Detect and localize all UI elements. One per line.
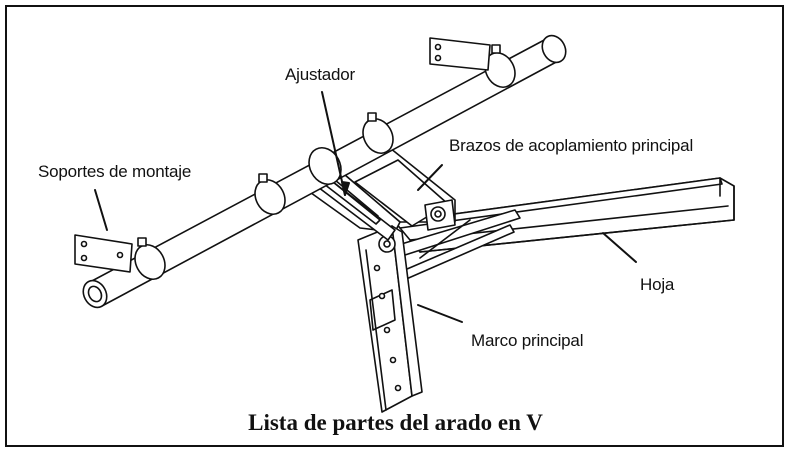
mounting-brackets (74, 37, 501, 273)
label-adjuster: Ajustador (285, 65, 356, 84)
label-blade: Hoja (640, 275, 675, 294)
figure-caption: Lista de partes del arado en V (248, 410, 543, 435)
label-main-frame: Marco principal (471, 331, 584, 350)
leader-lines (94, 91, 637, 323)
main-frame (357, 225, 423, 413)
label-main-coupling-arms: Brazos de acoplamiento principal (449, 136, 694, 155)
label-mounting-brackets: Soportes de montaje (38, 162, 192, 181)
blade (394, 177, 735, 253)
main-frame-braces (397, 209, 521, 281)
